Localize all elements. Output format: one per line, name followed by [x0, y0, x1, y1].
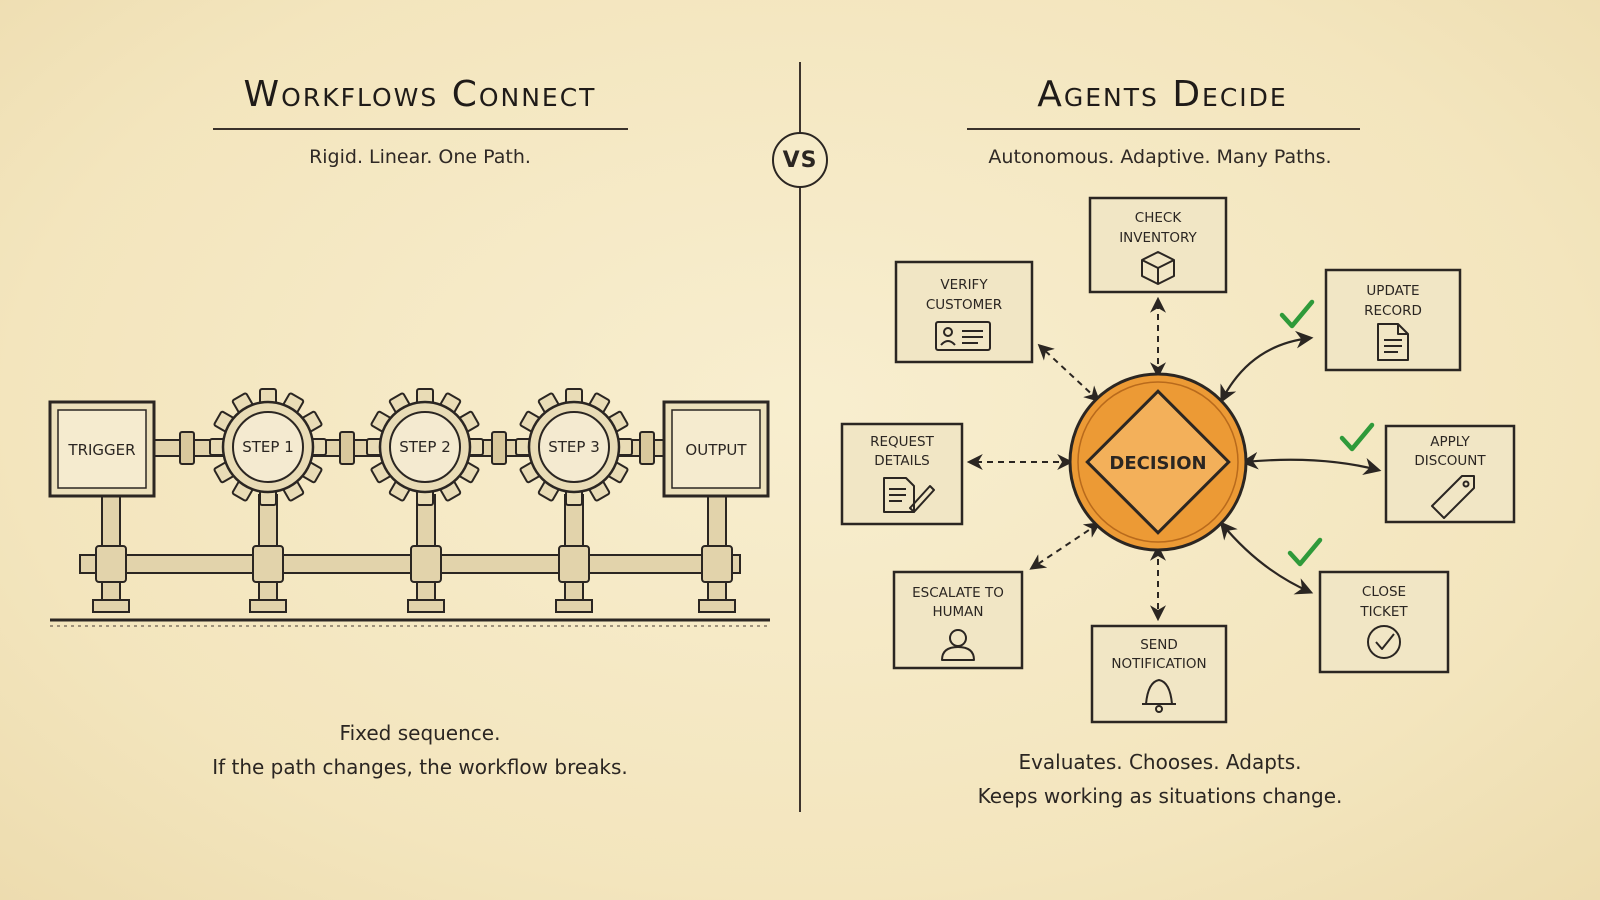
step-3-label: STEP 3 — [548, 438, 600, 456]
workflows-subtitle: Rigid. Linear. One Path. — [309, 146, 531, 168]
apply-discount-label: APPLY — [1430, 434, 1470, 450]
pipeline-diagram: TRIGGER OUTPUT STEP 1 STEP 2 STEP 3 — [48, 387, 770, 627]
package-box-icon — [1141, 251, 1175, 285]
apply-discount-box — [1384, 424, 1516, 524]
price-tag-icon — [1431, 475, 1475, 519]
id-card-icon — [935, 321, 991, 351]
svg-text:DISCOUNT: DISCOUNT — [1414, 453, 1486, 469]
dashed-arrows — [966, 296, 1166, 622]
svg-text:HUMAN: HUMAN — [932, 604, 983, 620]
person-icon — [941, 629, 975, 661]
workflows-title: Workflows Connect — [243, 74, 597, 115]
output-label: OUTPUT — [685, 441, 747, 459]
close-ticket-box — [1318, 570, 1450, 674]
svg-text:RECORD: RECORD — [1364, 303, 1422, 319]
check-mark-icon — [1339, 422, 1375, 452]
step-1-label: STEP 1 — [242, 438, 294, 456]
check-inventory-label: CHECK — [1135, 210, 1183, 226]
update-record-box — [1324, 268, 1462, 372]
decision-hub: DECISION — [1068, 372, 1248, 552]
verify-customer-label: VERIFY — [940, 277, 988, 293]
check-circle-icon — [1367, 625, 1401, 659]
escalate-to-human-label: ESCALATE TO — [912, 585, 1004, 601]
workflows-title-underline — [213, 128, 628, 130]
svg-text:DETAILS: DETAILS — [874, 453, 929, 469]
decision-label: DECISION — [1109, 453, 1206, 474]
workflows-caption-line1: Fixed sequence. — [339, 721, 501, 745]
agents-title-underline — [967, 128, 1360, 130]
output-node: OUTPUT — [662, 400, 770, 498]
trigger-node: TRIGGER — [48, 400, 156, 498]
check-mark-icon — [1287, 537, 1323, 567]
trigger-label: TRIGGER — [67, 441, 135, 459]
center-divider — [799, 62, 801, 812]
document-icon — [1377, 323, 1409, 361]
close-ticket-label: CLOSE — [1362, 584, 1406, 600]
svg-text:INVENTORY: INVENTORY — [1119, 230, 1197, 246]
agents-caption-line1: Evaluates. Chooses. Adapts. — [1018, 750, 1302, 774]
send-notification-label: SEND — [1140, 637, 1178, 653]
svg-text:CUSTOMER: CUSTOMER — [926, 297, 1002, 313]
solid-arrows — [1219, 330, 1382, 595]
bell-icon — [1142, 679, 1176, 713]
svg-text:TICKET: TICKET — [1359, 604, 1408, 620]
agent-diagram: DECISION CHECK INVENTORY VERIFY CUSTOMER… — [840, 196, 1516, 724]
svg-text:NOTIFICATION: NOTIFICATION — [1111, 656, 1206, 672]
verify-customer-box — [894, 260, 1034, 364]
vs-badge: VS — [772, 132, 828, 188]
request-details-box — [840, 422, 964, 526]
check-mark-icon — [1279, 299, 1315, 329]
form-pen-icon — [883, 477, 935, 513]
support-posts — [92, 494, 736, 613]
agents-caption: Evaluates. Chooses. Adapts. Keeps workin… — [940, 745, 1380, 813]
request-details-label: REQUEST — [870, 434, 935, 450]
workflows-caption: Fixed sequence. If the path changes, the… — [170, 716, 670, 784]
workflows-caption-line2: If the path changes, the workflow breaks… — [212, 755, 628, 779]
update-record-label: UPDATE — [1366, 283, 1419, 299]
step-2-label: STEP 2 — [399, 438, 451, 456]
step-3-gear: STEP 3 — [514, 387, 634, 507]
agents-title: Agents Decide — [1037, 74, 1288, 115]
decision-diamond-icon — [1085, 389, 1231, 535]
step-1-gear: STEP 1 — [208, 387, 328, 507]
pipe-couplings — [179, 431, 655, 465]
agents-caption-line2: Keeps working as situations change. — [977, 784, 1343, 808]
step-2-gear: STEP 2 — [365, 387, 485, 507]
escalate-to-human-box — [892, 570, 1024, 670]
agents-subtitle: Autonomous. Adaptive. Many Paths. — [988, 146, 1332, 168]
